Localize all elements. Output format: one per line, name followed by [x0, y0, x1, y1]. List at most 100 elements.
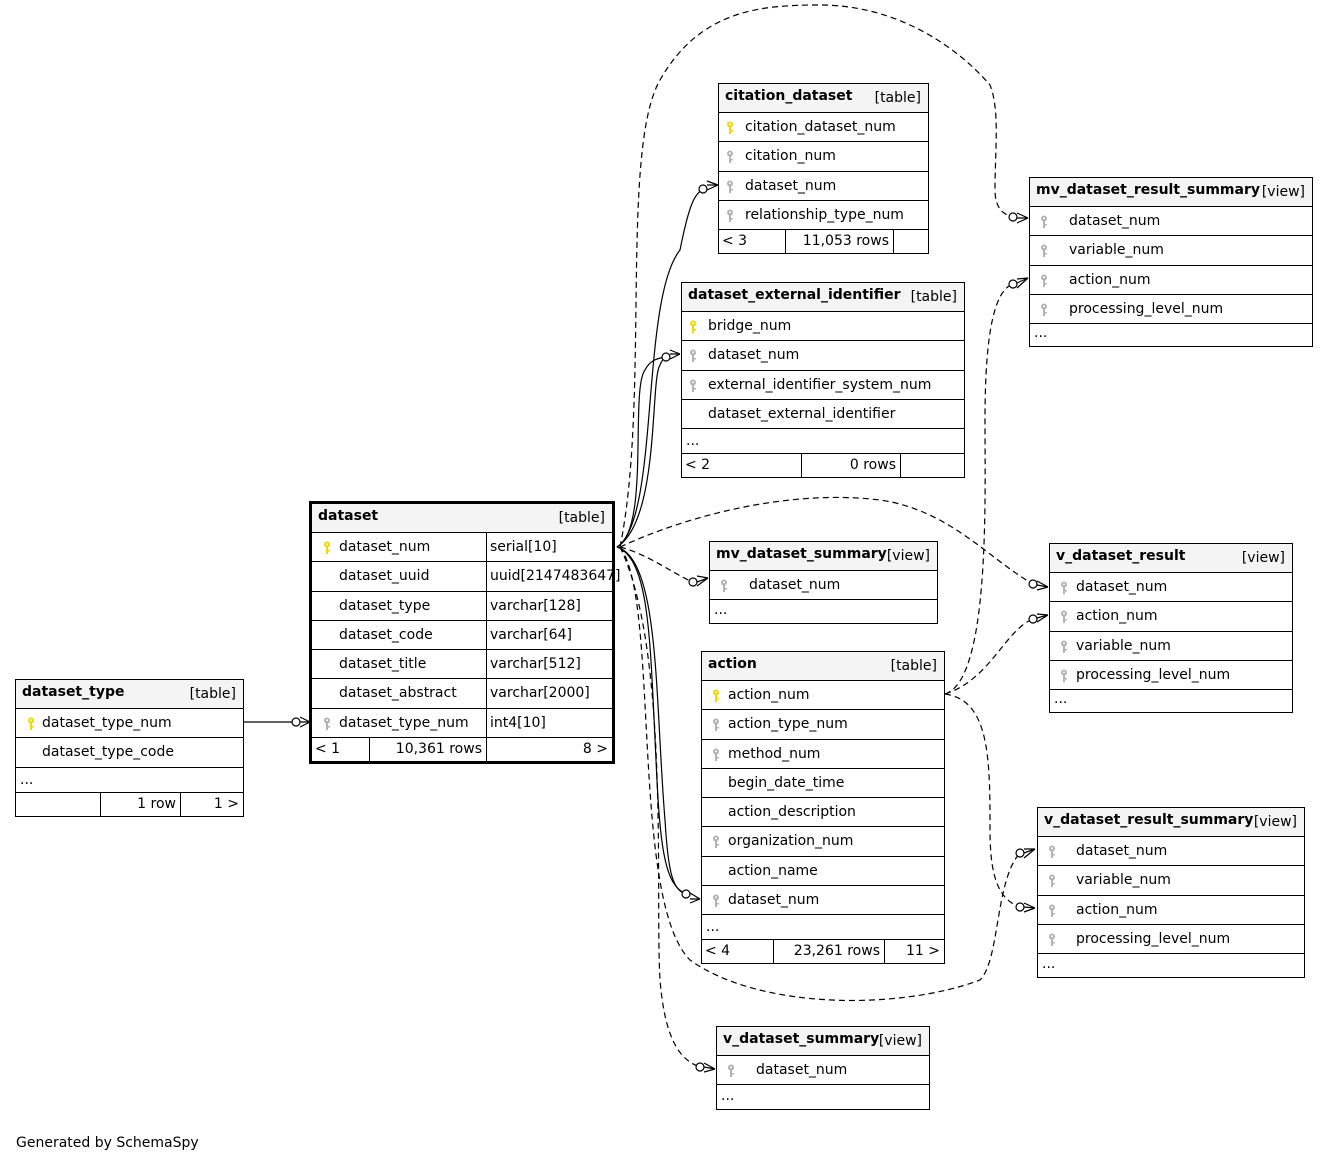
edge-end-marker: [291, 717, 301, 727]
foreign-key-icon: [712, 835, 720, 849]
column-row[interactable]: variable_num: [1050, 632, 1292, 661]
table-citation-dataset[interactable]: citation_dataset [table] citation_datase…: [718, 83, 929, 255]
column-row[interactable]: variable_num: [1038, 866, 1304, 896]
column-name: dataset_num: [1069, 213, 1161, 229]
table-header: dataset_external_identifier [table]: [682, 283, 964, 312]
column-row[interactable]: dataset_num: [682, 341, 964, 371]
column-type: int4[10]: [490, 714, 546, 731]
table-mv-dataset-result-summary[interactable]: mv_dataset_result_summary [view] dataset…: [1029, 177, 1313, 348]
column-row[interactable]: action_num: [1038, 896, 1304, 925]
column-row[interactable]: action_num: [702, 681, 944, 711]
edge-dataset-to-v-dataset-result-summary: [619, 546, 1021, 1002]
foreign-key-icon: [1048, 874, 1056, 888]
column-row[interactable]: citation_dataset_num: [719, 113, 928, 143]
column-row[interactable]: action_num: [1030, 266, 1312, 295]
column-row[interactable]: action_description: [702, 798, 944, 828]
table-type: [view]: [1253, 814, 1297, 830]
column-row[interactable]: relationship_type_num: [719, 201, 928, 231]
column-row[interactable]: processing_level_num: [1038, 925, 1304, 955]
column-row[interactable]: dataset_num: [719, 172, 928, 201]
column-type: varchar[512]: [490, 656, 581, 673]
column-name: citation_num: [745, 148, 836, 165]
column-row[interactable]: variable_num: [1030, 236, 1312, 266]
column-row[interactable]: citation_num: [719, 142, 928, 172]
table-dataset-external-identifier[interactable]: dataset_external_identifier [table] brid…: [681, 282, 965, 479]
column-name: action_description: [728, 804, 856, 821]
row-count: 23,261 rows: [793, 943, 880, 960]
parent-count[interactable]: < 4: [705, 943, 731, 960]
column-row[interactable]: bridge_num: [682, 312, 964, 342]
column-row[interactable]: action_num: [1050, 602, 1292, 632]
column-name: dataset_num: [1076, 843, 1168, 859]
column-row[interactable]: dataset_num: [1050, 573, 1292, 603]
column-name: variable_num: [1076, 637, 1171, 654]
column-name: dataset_type_num: [42, 715, 172, 731]
column-row[interactable]: processing_level_num: [1030, 295, 1312, 325]
table-mv-dataset-summary[interactable]: mv_dataset_summary [view] dataset_num ..…: [709, 541, 938, 625]
more-columns-ellipsis: ...: [721, 1088, 735, 1105]
foreign-key-icon: [712, 894, 720, 908]
column-row[interactable]: method_num: [702, 740, 944, 769]
column-name: dataset_num: [749, 577, 841, 593]
column-row[interactable]: dataset_num: [1038, 837, 1304, 867]
parent-count[interactable]: < 1: [315, 741, 341, 758]
table-v-dataset-summary[interactable]: v_dataset_summary [view] dataset_num ...: [716, 1026, 930, 1111]
column-row[interactable]: dataset_num: [702, 886, 944, 916]
column-name: processing_level_num: [1069, 300, 1224, 317]
table-dataset-type[interactable]: dataset_type [table] dataset_type_num da…: [15, 679, 244, 817]
column-row[interactable]: organization_num: [702, 827, 944, 857]
foreign-key-icon: [689, 379, 697, 393]
table-type: [view]: [1261, 184, 1305, 200]
column-row[interactable]: dataset_type_code: [16, 738, 243, 768]
column-row[interactable]: dataset_num: [1030, 207, 1312, 237]
table-v-dataset-result-summary[interactable]: v_dataset_result_summary [view] dataset_…: [1037, 807, 1305, 979]
edge-dataset-to-dataset-external-identifier: [616, 356, 667, 548]
child-count[interactable]: 1 >: [213, 795, 239, 812]
column-row[interactable]: dataset_external_identifier: [682, 400, 964, 430]
table-action[interactable]: action [table] action_num action_type_nu…: [701, 651, 945, 965]
table-footer: < 2 0 rows: [682, 454, 964, 478]
column-name: dataset_external_identifier: [708, 405, 896, 422]
edge-end-marker: [1015, 848, 1025, 858]
column-name: dataset_num: [339, 539, 431, 555]
column-row[interactable]: dataset_num: [710, 571, 937, 601]
edge-dataset-to-mv-dataset-summary: [619, 546, 694, 583]
column-name: dataset_num: [745, 177, 837, 194]
column-name: organization_num: [728, 833, 854, 850]
foreign-key-icon: [1048, 933, 1056, 947]
table-header: v_dataset_summary [view]: [717, 1027, 929, 1056]
parent-count[interactable]: < 3: [722, 233, 748, 250]
column-name: action_name: [728, 862, 818, 879]
edge-end-marker: [698, 184, 708, 194]
child-count[interactable]: 11 >: [906, 943, 940, 960]
column-name: dataset_num: [728, 892, 820, 909]
column-row[interactable]: action_name: [702, 857, 944, 887]
more-columns-ellipsis: ...: [1034, 325, 1048, 342]
edge-dataset-to-citation-dataset: [616, 188, 704, 548]
parent-count[interactable]: < 2: [685, 457, 711, 474]
primary-key-icon: [27, 717, 35, 731]
table-footer: < 1 10,361 rows 8 >: [312, 738, 612, 762]
child-count[interactable]: 8 >: [582, 741, 608, 758]
table-name: mv_dataset_summary: [716, 546, 887, 562]
column-row[interactable]: external_identifier_system_num: [682, 371, 964, 400]
column-row[interactable]: action_type_num: [702, 710, 944, 740]
column-row[interactable]: dataset_num: [717, 1056, 929, 1086]
column-row[interactable]: begin_date_time: [702, 769, 944, 799]
column-name: action_type_num: [728, 716, 848, 733]
column-row[interactable]: dataset_type_num: [16, 709, 243, 739]
table-v-dataset-result[interactable]: v_dataset_result [view] dataset_num acti…: [1049, 543, 1293, 714]
column-row[interactable]: processing_level_num: [1050, 661, 1292, 691]
generated-by-credit: Generated by SchemaSpy: [16, 1135, 199, 1151]
foreign-key-icon: [1060, 610, 1068, 624]
table-name: action: [708, 656, 757, 672]
column-name: dataset_num: [1076, 579, 1168, 595]
